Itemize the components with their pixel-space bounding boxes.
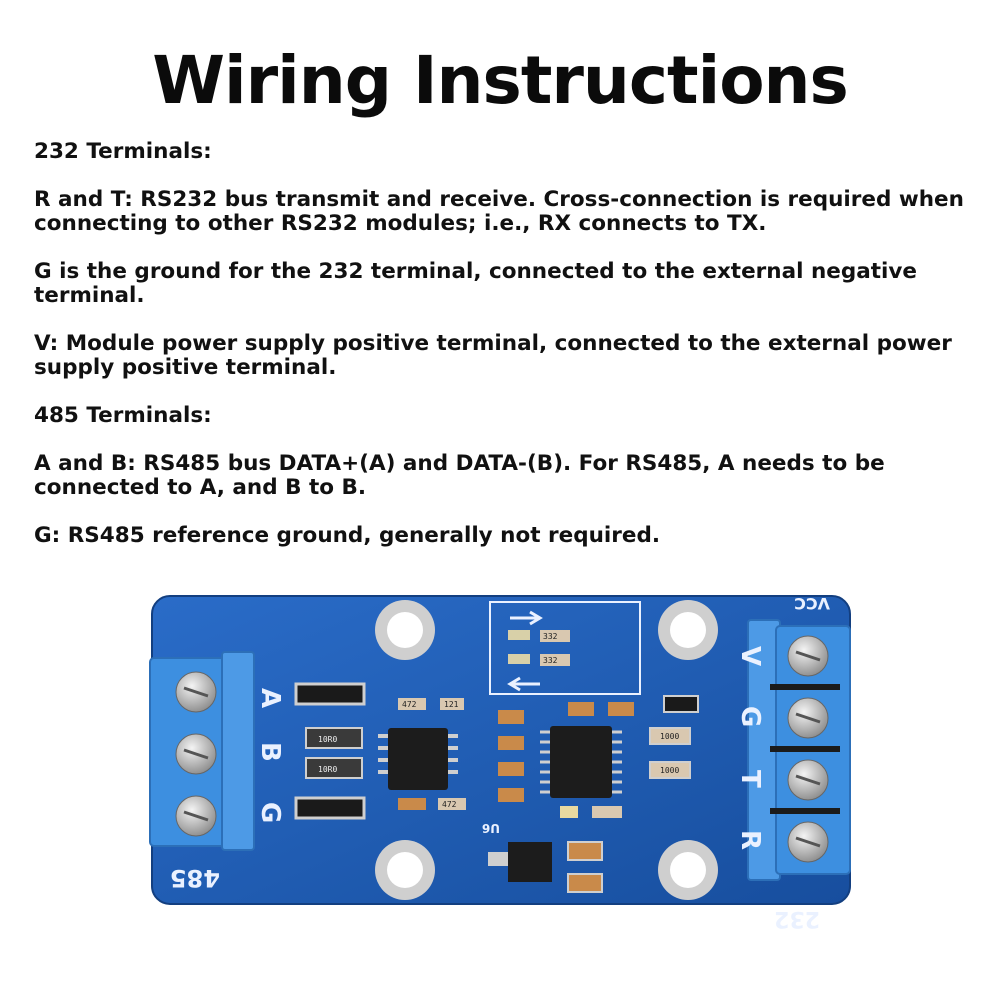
diode (294, 682, 366, 706)
capacitor (498, 736, 524, 750)
pin-label-b: B (255, 742, 285, 762)
label-vcc: VCC (794, 594, 830, 613)
rs485-chip (378, 728, 458, 790)
u6-label: U6 (482, 821, 500, 835)
resistor-label: 472 (402, 700, 417, 709)
rs232-rs485-board-photo: 485 232 VCC A B G V G T R 332 332 10R0 1… (149, 594, 851, 931)
regulator-tab (488, 852, 508, 866)
diode (663, 695, 699, 713)
voltage-regulator (508, 842, 552, 882)
paragraph-g-232: G is the ground for the 232 terminal, co… (34, 259, 917, 308)
capacitor (498, 788, 524, 802)
capacitor (398, 798, 426, 810)
terminal-block-485 (149, 651, 255, 851)
label-485: 485 (170, 864, 220, 892)
arrow-icon (507, 610, 543, 692)
paragraph-g-485: G: RS485 reference ground, generally not… (34, 523, 661, 548)
capacitor (568, 702, 594, 716)
instructions-text: 232 Terminals: R and T: RS232 bus transm… (34, 140, 969, 572)
capacitor (567, 841, 603, 861)
resistor-label: 10R0 (318, 735, 337, 744)
rs232-chip (540, 726, 622, 798)
paragraph-232-heading: 232 Terminals: (34, 139, 212, 164)
resistor-label: 10R0 (318, 765, 337, 774)
pin-label-g-485: G (255, 802, 285, 823)
resistor (649, 761, 691, 779)
capacitor (608, 702, 634, 716)
pin-label-r: R (735, 830, 765, 850)
resistor-label: 332 (543, 656, 558, 665)
paragraph-485-heading: 485 Terminals: (34, 403, 212, 428)
resistor (440, 698, 464, 710)
paragraph-a-b: A and B: RS485 bus DATA+(A) and DATA-(B)… (34, 451, 885, 500)
resistor (398, 698, 426, 710)
resistor (592, 806, 622, 818)
paragraph-r-t: R and T: RS232 bus transmit and receive.… (34, 187, 964, 236)
resistor-label: 332 (543, 632, 558, 641)
led (508, 654, 530, 664)
resistor (305, 727, 363, 749)
resistor (540, 630, 570, 642)
resistor (438, 798, 466, 810)
resistor-label: 472 (442, 800, 457, 809)
resistor-label: 1000 (660, 766, 679, 775)
mounting-holes (375, 600, 718, 900)
resistor (540, 654, 570, 666)
diode (294, 796, 366, 820)
pin-label-t: T (735, 770, 765, 788)
pin-label-g-232: G (735, 706, 765, 727)
pin-label-a: A (255, 688, 285, 708)
led (508, 630, 530, 640)
resistor (649, 727, 691, 745)
label-232: 232 (774, 906, 820, 931)
page-title: Wiring Instructions (152, 42, 849, 119)
terminal-block-232 (747, 619, 851, 881)
paragraph-v: V: Module power supply positive terminal… (34, 331, 952, 380)
led-indicator-outline (489, 601, 641, 695)
resistor-label: 1000 (660, 732, 679, 741)
resistor (305, 757, 363, 779)
resistor-label: 121 (444, 700, 459, 709)
pin-label-v: V (735, 646, 765, 666)
capacitor (498, 762, 524, 776)
capacitor (498, 710, 524, 724)
capacitor (567, 873, 603, 893)
led (560, 806, 578, 818)
